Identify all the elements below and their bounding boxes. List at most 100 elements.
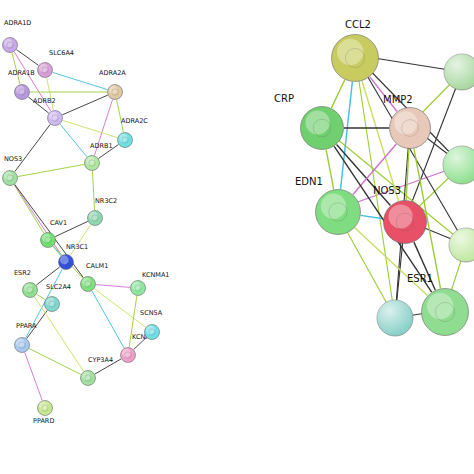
node-circle: [58, 254, 74, 270]
node-circle: [80, 276, 96, 292]
node-circle: [117, 132, 133, 148]
node-label: ADRA1D: [4, 20, 31, 27]
interaction-edge: [34, 297, 83, 372]
interaction-edge: [47, 78, 54, 110]
interaction-edge: [30, 92, 107, 93]
node-circle: [421, 288, 469, 336]
node-label: SLC2A4: [46, 284, 71, 291]
protein-node: ESR2: [22, 282, 38, 298]
interaction-edge: [15, 184, 84, 277]
protein-node: ADRB2: [47, 110, 63, 126]
node-label: NR3C2: [95, 198, 117, 205]
protein-node: ADRA2A: [107, 84, 123, 100]
interaction-edge: [18, 164, 84, 176]
interaction-edge: [15, 124, 50, 171]
protein-node: ESR1: [421, 288, 469, 336]
node-label: EDN1: [295, 177, 323, 187]
node-circle: [37, 62, 53, 78]
node-circle: [37, 400, 53, 416]
node-label: ADRA2C: [121, 118, 148, 125]
node-label: CRP: [274, 94, 294, 104]
node-circle: [44, 296, 60, 312]
interaction-edge: [25, 353, 43, 401]
node-label: ADRB2: [33, 98, 56, 105]
protein-node: KCNMA1: [130, 280, 146, 296]
node-label: PPARD: [33, 418, 54, 425]
protein-node: CAV1: [40, 232, 56, 248]
interaction-edge: [406, 149, 409, 200]
node-circle: [80, 370, 96, 386]
interaction-edge: [331, 80, 344, 108]
protein-node: CALM1: [80, 276, 96, 292]
node-circle: [144, 324, 160, 340]
interaction-edge: [63, 120, 118, 137]
node-circle: [14, 337, 30, 353]
node-circle: [87, 210, 103, 226]
protein-node: NOS3: [383, 200, 427, 244]
interaction-edge: [12, 53, 20, 84]
node-label: ADRB1: [90, 143, 113, 150]
unlabeled-edges: [320, 55, 466, 318]
interaction-edge: [14, 185, 44, 233]
protein-node: ADRB1: [84, 155, 100, 171]
node-label: SLC6A4: [49, 50, 74, 57]
protein-node: PPARD: [37, 400, 53, 416]
interaction-edge: [29, 349, 81, 375]
interaction-edge: [53, 246, 82, 278]
protein-node: NOS3: [2, 170, 18, 186]
protein-node: NR3C1: [58, 254, 74, 270]
node-circle: [130, 280, 146, 296]
node-label: PPARA: [16, 323, 37, 330]
node-label: MMP2: [383, 95, 413, 105]
protein-node: ADRA1D: [2, 37, 18, 53]
node-circle: [14, 84, 30, 100]
node-label: KCNMA1: [142, 272, 170, 279]
protein-node: PPARA: [14, 337, 30, 353]
node-label: NOS3: [4, 156, 22, 163]
node-circle: [315, 189, 361, 235]
node-label: CCL2: [345, 20, 371, 30]
node-circle: [383, 200, 427, 244]
interaction-edge: [117, 100, 124, 132]
interaction-edge: [326, 150, 334, 190]
protein-node: ADRA1B: [14, 84, 30, 100]
protein-node: CRP: [300, 106, 344, 150]
node-label: NR3C1: [66, 244, 88, 251]
interaction-edge: [361, 215, 383, 218]
interaction-edge: [92, 171, 94, 210]
node-circle: [2, 170, 18, 186]
protein-node: CYP3A4: [80, 370, 96, 386]
protein-node: ADRA2C: [117, 132, 133, 148]
node-circle: [2, 37, 18, 53]
node-label: CAV1: [50, 220, 67, 227]
node-circle: [40, 232, 56, 248]
node-label: CYP3A4: [88, 357, 113, 364]
node-circle: [107, 84, 123, 100]
protein-node: SCN5A: [144, 324, 160, 340]
protein-node: KCNH2: [120, 347, 136, 363]
interaction-edge: [344, 127, 389, 128]
interaction-edge: [62, 95, 107, 115]
interaction-edge: [96, 285, 130, 288]
node-circle: [389, 107, 431, 149]
node-label: ESR1: [407, 274, 433, 284]
interaction-edge: [17, 50, 39, 66]
node-label: NOS3: [373, 186, 401, 196]
node-circle: [300, 106, 344, 150]
node-circle: [84, 155, 100, 171]
node-label: CALM1: [86, 263, 108, 270]
interaction-edge: [53, 246, 61, 256]
node-label: SCN5A: [140, 310, 162, 317]
node-circle: [22, 282, 38, 298]
protein-node: NR3C2: [87, 210, 103, 226]
node-label: ADRA1B: [8, 70, 35, 77]
node-circle: [331, 34, 379, 82]
interaction-edge: [37, 294, 46, 299]
node-circle: [120, 347, 136, 363]
protein-node: EDN1: [315, 189, 361, 235]
node-label: ADRA2A: [99, 70, 126, 77]
protein-node: CCL2: [331, 34, 379, 82]
node-circle: [47, 110, 63, 126]
node-label: ESR2: [14, 270, 31, 277]
protein-node: SLC2A4: [44, 296, 60, 312]
